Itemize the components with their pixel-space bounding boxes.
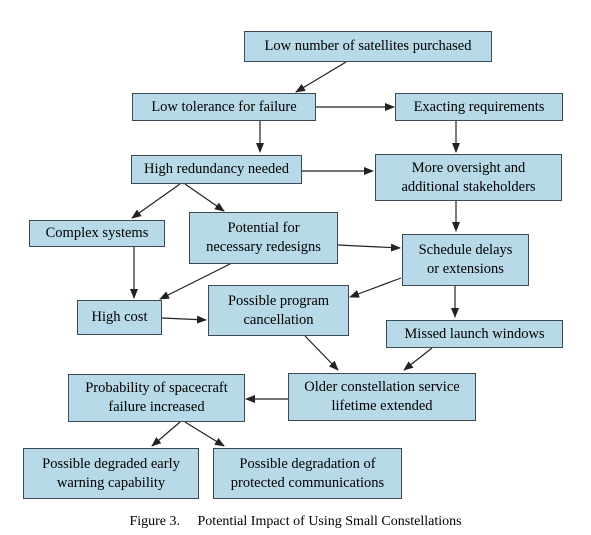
arrow-highred-to-redesigns bbox=[184, 183, 225, 212]
node-degraded-warning: Possible degraded early warning capabili… bbox=[23, 448, 199, 499]
arrow-missed-to-older bbox=[403, 347, 433, 371]
arrow-cancel-to-older bbox=[304, 335, 339, 371]
node-program-cancellation: Possible program cancellation bbox=[208, 285, 349, 336]
caption-label: Figure 3. bbox=[129, 514, 181, 529]
node-potential-redesigns: Potential for necessary redesigns bbox=[189, 212, 338, 264]
node-low-tolerance: Low tolerance for failure bbox=[132, 93, 316, 121]
caption-text: Potential Impact of Using Small Constell… bbox=[197, 514, 462, 529]
figure-caption: Figure 3. Potential Impact of Using Smal… bbox=[0, 514, 591, 530]
node-older-constellation: Older constellation service lifetime ext… bbox=[288, 373, 476, 421]
node-high-redundancy: High redundancy needed bbox=[131, 155, 302, 184]
node-schedule-delays: Schedule delays or extensions bbox=[402, 234, 529, 286]
arrow-probfail-to-comms bbox=[184, 421, 225, 447]
node-more-oversight: More oversight and additional stakeholde… bbox=[375, 154, 562, 201]
arrow-highred-to-complex bbox=[131, 183, 181, 219]
arrow-redesigns-to-highcost bbox=[159, 263, 231, 300]
node-probability-failure: Probability of spacecraft failure increa… bbox=[68, 374, 245, 422]
arrow-lowsats-to-lowtol bbox=[295, 61, 347, 93]
node-high-cost: High cost bbox=[77, 300, 162, 335]
arrow-highcost-to-cancel bbox=[161, 315, 207, 324]
node-missed-launch-windows: Missed launch windows bbox=[386, 320, 563, 348]
arrow-schedule-to-cancel bbox=[349, 277, 402, 298]
arrow-probfail-to-warning bbox=[151, 421, 181, 447]
node-degraded-comms: Possible degradation of protected commun… bbox=[213, 448, 402, 499]
node-complex-systems: Complex systems bbox=[29, 220, 165, 247]
arrow-redesigns-to-schedule bbox=[337, 243, 401, 252]
node-exacting-requirements: Exacting requirements bbox=[395, 93, 563, 121]
node-low-satellites: Low number of satellites purchased bbox=[244, 31, 492, 62]
